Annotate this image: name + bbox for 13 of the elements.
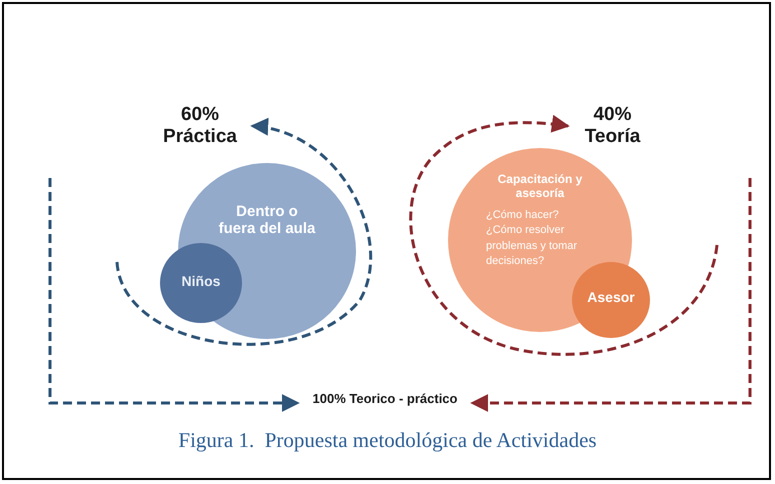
total-label: 100% Teorico - práctico <box>312 390 458 406</box>
percentage-label: 60% Práctica <box>162 104 238 148</box>
circle-label: Dentro o fuera del aula <box>218 203 316 237</box>
question-text: ¿Cómo hacer? ¿Cómo resolver problemas y tomar decisiones? <box>486 208 578 270</box>
figure-caption: Figura 1. Propuesta metodológica de Actividades <box>177 428 598 453</box>
circle-label: Capacitación y asesoría <box>496 172 584 200</box>
dashed-arrow <box>48 178 300 412</box>
percentage-label: 40% Teoría <box>584 104 642 148</box>
circle-label: Niños <box>182 273 220 289</box>
dashed-arrow <box>470 178 752 412</box>
dashed-arrow <box>410 115 718 356</box>
circle-label: Asesor <box>587 289 635 305</box>
dashed-arrow <box>116 119 372 346</box>
